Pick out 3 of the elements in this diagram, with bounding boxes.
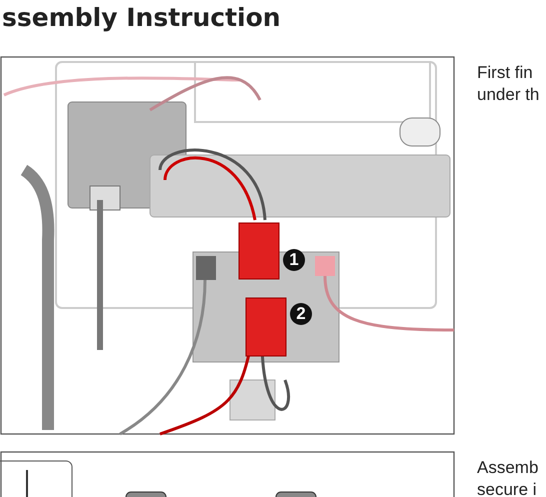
instruction-text: First fin under th xyxy=(477,62,540,106)
heading: ssembly Instruction xyxy=(2,2,281,34)
instruction-text: Assemb secure i xyxy=(477,457,540,497)
